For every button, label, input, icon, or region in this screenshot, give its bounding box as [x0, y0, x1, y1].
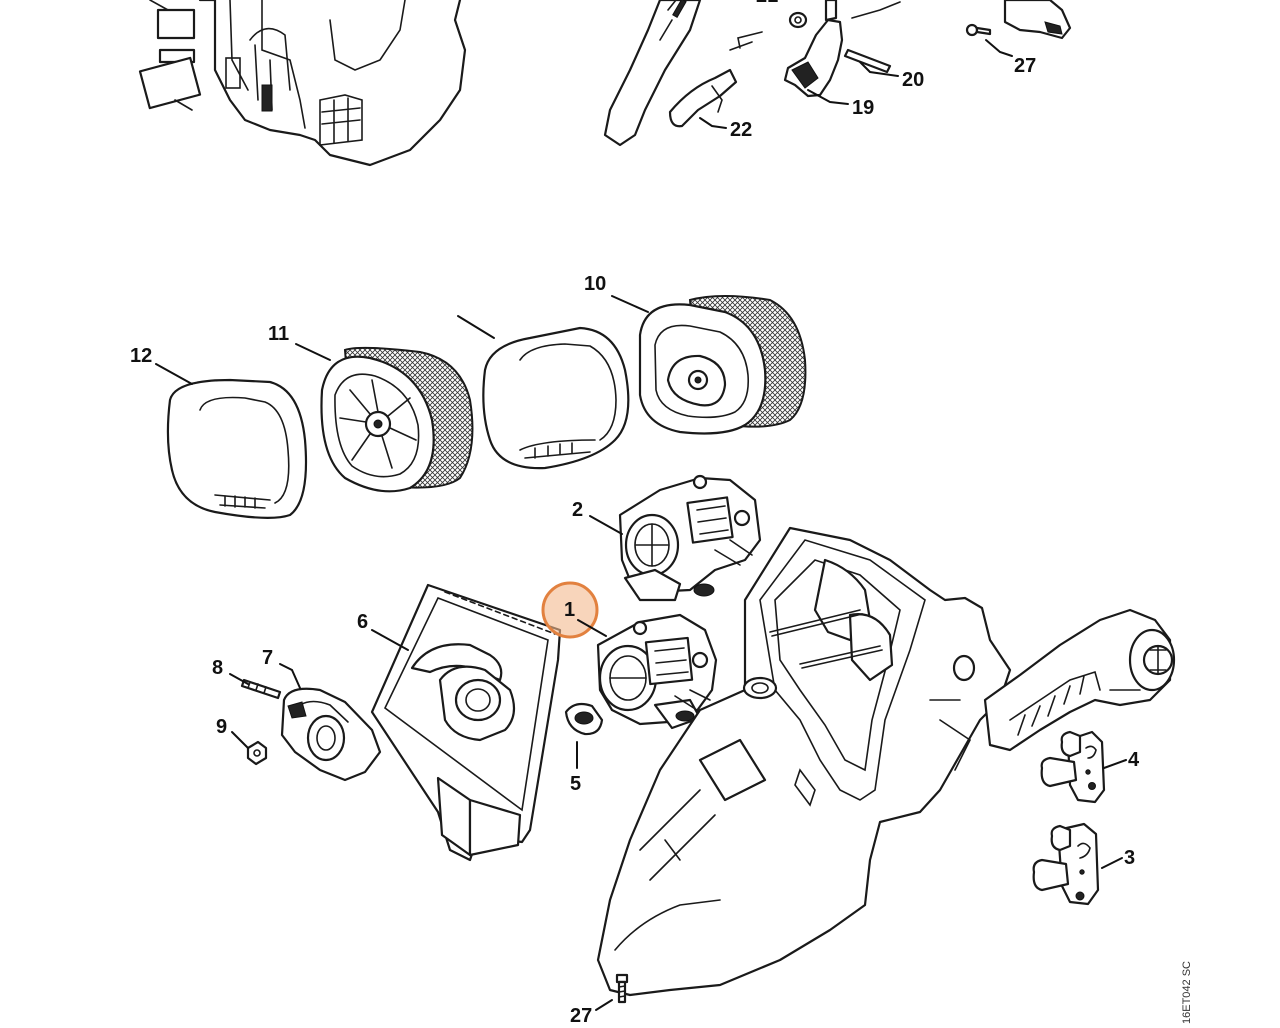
callout-21: 21 [756, 0, 778, 7]
nut-9-part [246, 740, 268, 766]
choke-housing-7-part [280, 687, 382, 782]
rear-handle-part [603, 0, 702, 147]
carburetor-2-part [618, 474, 762, 602]
crankcase-housing-part [596, 526, 1012, 997]
callout-9: 9 [216, 716, 227, 738]
leader-lines [155, 39, 1127, 1011]
callout-6: 6 [357, 611, 368, 633]
callout-20: 20 [902, 69, 924, 91]
callout-22: 22 [730, 119, 752, 141]
flange-gasket-5-part [564, 702, 604, 736]
throttle-trigger-part [783, 0, 844, 98]
pin-8-part [240, 678, 282, 700]
callout-labels: 27 20 19 22 21 10 11 12 2 1 6 7 8 9 5 4 … [130, 0, 1140, 1027]
washer-part [788, 11, 808, 29]
air-filter-11-part [320, 346, 474, 493]
bracket-3-part [1032, 822, 1100, 906]
callout-12: 12 [130, 345, 152, 367]
throttle-rod-part [851, 1, 901, 19]
filter-ring-12-part [166, 378, 308, 519]
air-filter-10-part [638, 295, 807, 435]
callout-27-top: 27 [1014, 55, 1036, 77]
callout-19: 19 [852, 97, 874, 119]
callout-27-bottom: 27 [570, 1005, 592, 1027]
callout-7: 7 [262, 647, 273, 669]
carburetor-1-part [596, 613, 718, 730]
drawing-code: 16ET042 SC [1181, 961, 1193, 1024]
screw-top-part [965, 23, 992, 37]
screw-bottom-part [615, 973, 629, 1004]
callout-4: 4 [1128, 749, 1140, 771]
filter-ring-middle-part [482, 326, 630, 470]
pin-part [843, 48, 892, 74]
callout-8: 8 [212, 657, 223, 679]
shroud-cover-part [138, 0, 467, 167]
bracket-4-part [1040, 730, 1106, 804]
throttle-interlock-part [668, 68, 738, 128]
front-handle-arm-part [983, 608, 1176, 752]
callout-2: 2 [572, 499, 583, 521]
filter-base-6-part [370, 583, 562, 862]
callout-5: 5 [570, 773, 581, 795]
callout-10: 10 [584, 273, 606, 295]
callout-11: 11 [268, 323, 289, 345]
callout-1: 1 [564, 599, 575, 621]
spring-part [729, 31, 763, 51]
cover-bracket-part [1003, 0, 1072, 40]
callout-3: 3 [1124, 847, 1135, 869]
